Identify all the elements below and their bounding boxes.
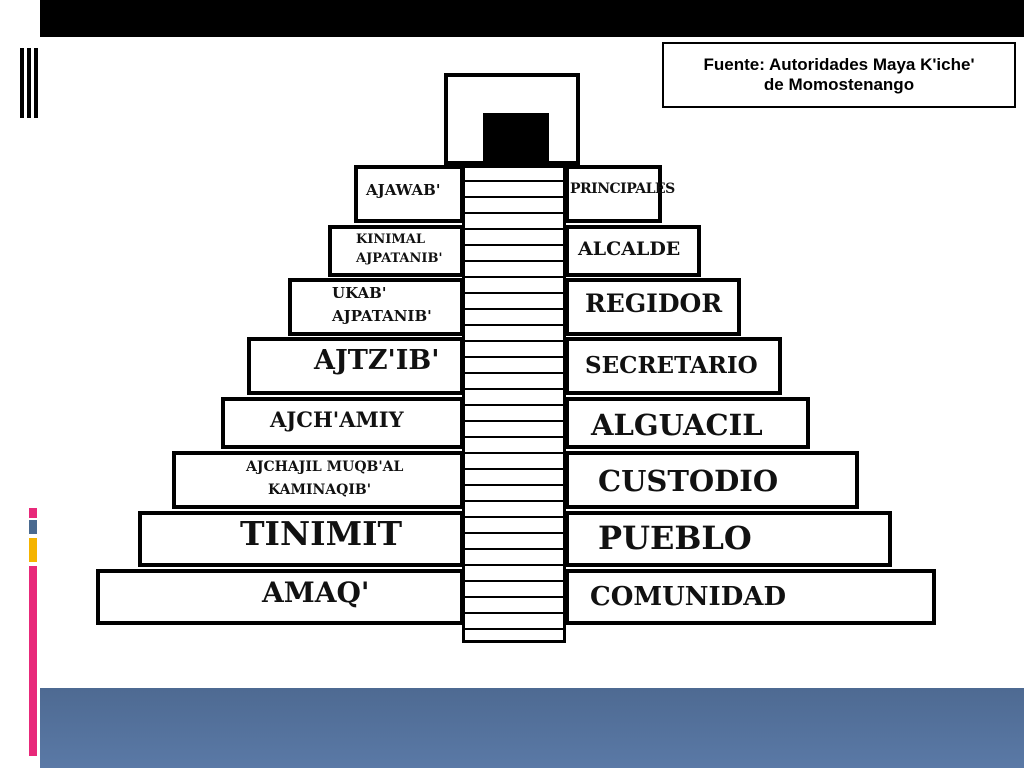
stair-step — [465, 468, 563, 470]
pyramid-staircase — [462, 165, 566, 643]
stair-step — [465, 500, 563, 502]
stair-step — [465, 564, 563, 566]
stair-step — [465, 516, 563, 518]
left-label-6-line-2: KAMINAQIB' — [268, 482, 372, 498]
left-label-5: AJCH'AMIY — [270, 407, 404, 432]
right-label-7: PUEBLO — [598, 519, 752, 557]
stair-step — [465, 276, 563, 278]
right-label-4: SECRETARIO — [585, 352, 758, 379]
tier-left-5 — [221, 397, 464, 449]
accent-bar-blue — [29, 520, 37, 534]
tier-right-5 — [565, 397, 810, 449]
tier-right-7 — [565, 511, 892, 567]
stair-step — [465, 356, 563, 358]
left-label-3-line-2: AJPATANIB' — [332, 307, 432, 325]
stair-step — [465, 628, 563, 630]
stair-step — [465, 548, 563, 550]
stair-step — [465, 436, 563, 438]
stair-step — [465, 532, 563, 534]
stair-step — [465, 452, 563, 454]
stair-step — [465, 212, 563, 214]
stair-step — [465, 324, 563, 326]
stair-step — [465, 372, 563, 374]
stair-step — [465, 484, 563, 486]
accent-bar-pink — [29, 508, 37, 518]
stair-step — [465, 580, 563, 582]
right-label-1: PRINCIPALES — [570, 181, 675, 197]
stair-step — [465, 340, 563, 342]
decorative-bar — [34, 48, 38, 118]
right-label-8: COMUNIDAD — [590, 582, 786, 612]
stair-step — [465, 388, 563, 390]
tier-left-3 — [288, 278, 464, 336]
tier-left-4 — [247, 337, 464, 395]
stair-step — [465, 244, 563, 246]
right-label-3: REGIDOR — [585, 289, 723, 318]
tier-right-8 — [565, 569, 936, 625]
temple-door — [483, 113, 549, 165]
tier-left-6 — [172, 451, 464, 509]
slide-bottom-band — [40, 688, 1024, 768]
tier-right-6 — [565, 451, 859, 509]
stair-step — [465, 292, 563, 294]
left-label-2-line-2: AJPATANIB' — [356, 251, 443, 266]
source-line-1: Fuente: Autoridades Maya K'iche' — [703, 55, 975, 74]
stair-step — [465, 180, 563, 182]
tier-right-4 — [565, 337, 782, 395]
right-label-6: CUSTODIO — [598, 464, 779, 498]
right-label-2: ALCALDE — [578, 238, 681, 260]
stair-step — [465, 196, 563, 198]
decorative-bar — [20, 48, 24, 118]
left-label-1: AJAWAB' — [366, 181, 441, 199]
tier-left-7 — [138, 511, 464, 567]
stair-step — [465, 260, 563, 262]
left-label-2-line-1: KINIMAL — [356, 232, 425, 247]
source-line-2: de Momostenango — [763, 75, 915, 94]
stair-step — [465, 228, 563, 230]
accent-bar-magenta — [29, 566, 37, 756]
left-label-8: AMAQ' — [262, 576, 370, 609]
stair-step — [465, 308, 563, 310]
accent-bar-gold — [29, 538, 37, 562]
source-caption: Fuente: Autoridades Maya K'iche' de Momo… — [662, 42, 1016, 108]
decorative-bar — [27, 48, 31, 118]
slide-top-bar — [40, 0, 1024, 37]
stair-step — [465, 420, 563, 422]
right-label-5: ALGUACIL — [591, 408, 763, 442]
tier-left-2 — [328, 225, 464, 277]
left-label-7: TINIMIT — [240, 514, 403, 553]
stair-step — [465, 596, 563, 598]
tier-right-1 — [565, 165, 662, 223]
left-label-6-line-1: AJCHAJIL MUQB'AL — [246, 459, 404, 475]
left-label-3-line-1: UKAB' — [332, 284, 387, 302]
tier-right-2 — [565, 225, 701, 277]
stair-step — [465, 612, 563, 614]
left-label-4: AJTZ'IB' — [314, 345, 440, 376]
tier-right-3 — [565, 278, 741, 336]
stair-step — [465, 404, 563, 406]
